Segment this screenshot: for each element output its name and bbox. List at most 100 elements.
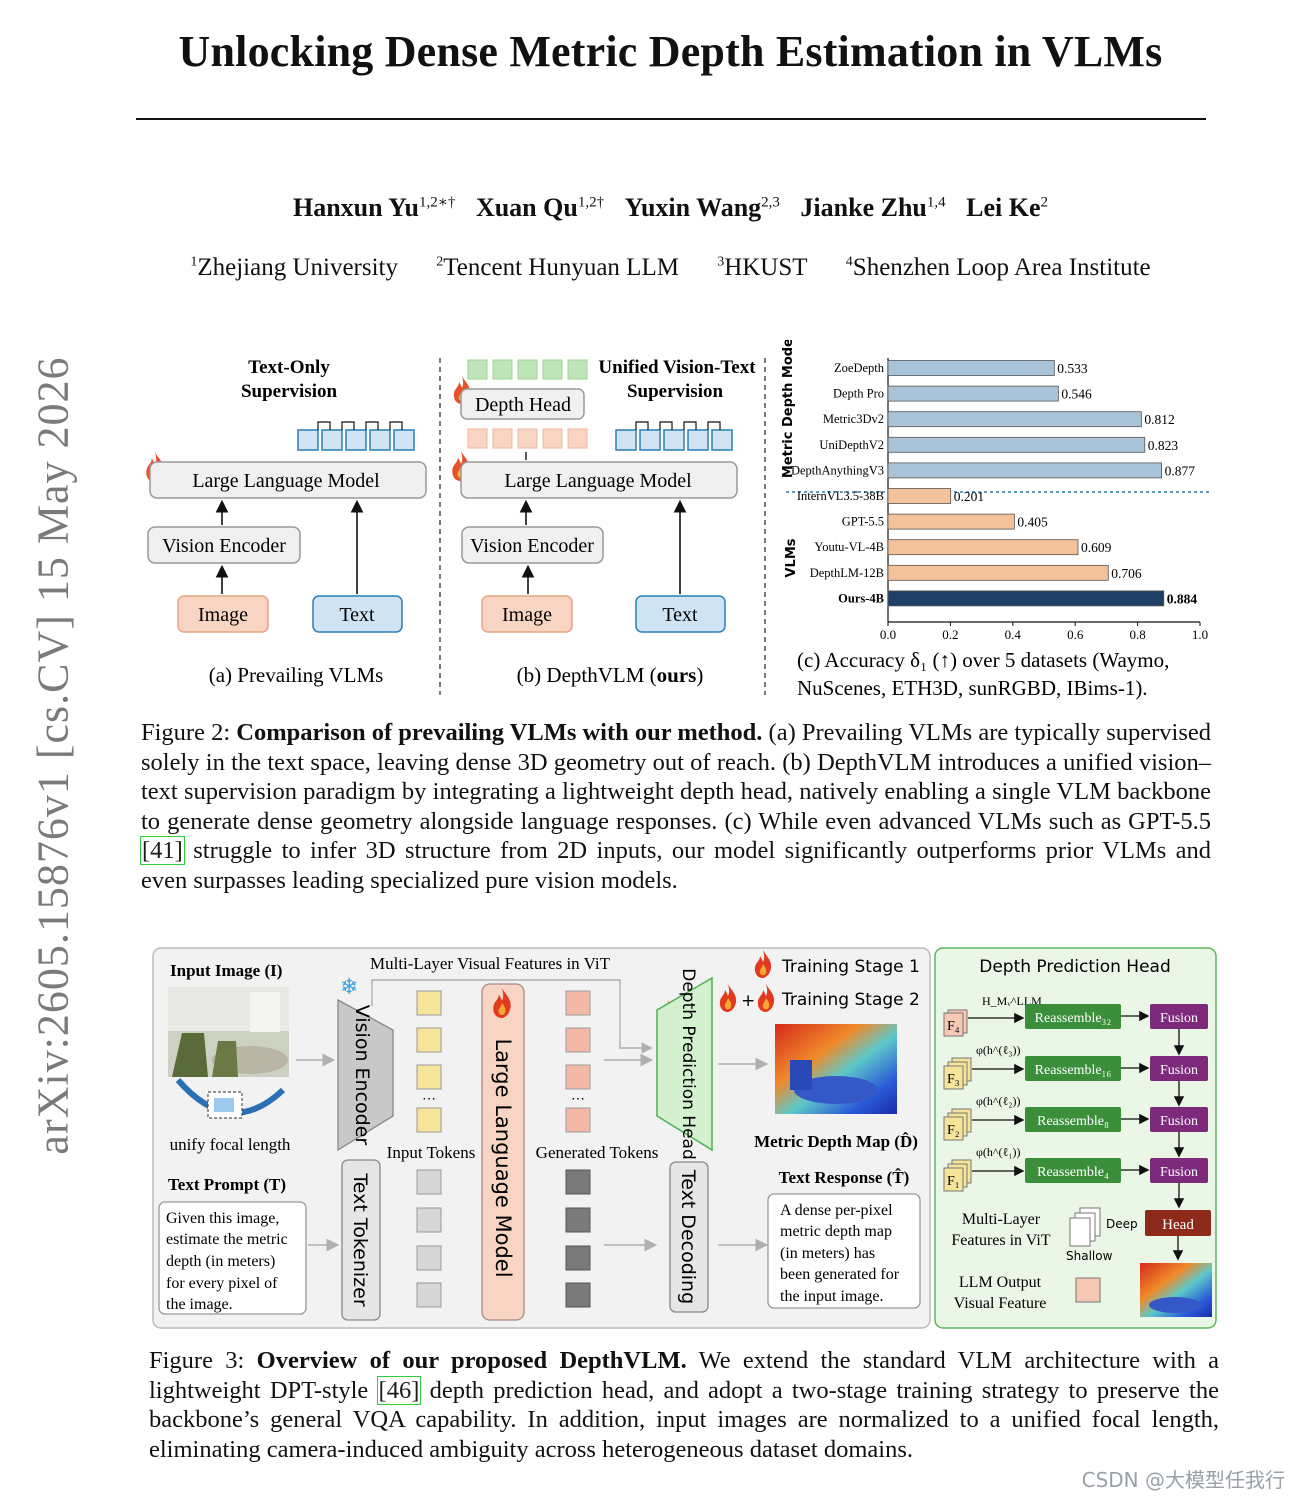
head-block [1145, 1210, 1211, 1236]
affiliation: 4Shenzhen Loop Area Institute [845, 254, 1151, 281]
watermark: CSDN @大模型任我行 [1081, 1468, 1285, 1492]
text-tokenizer-block [341, 1159, 381, 1321]
value-label: 0.812 [1144, 412, 1174, 427]
panel-a-image-box [177, 595, 269, 633]
legend-deep: Deep [1106, 1217, 1138, 1231]
bar-metric3dv2 [887, 411, 1142, 428]
vision-encoder-block [337, 998, 394, 1152]
figure-3: Input Image (I) unify focal length Text … [152, 947, 1217, 1329]
depth-head-label: Depth Prediction Head [678, 968, 698, 1160]
panel-c-caption-line1: (c) Accuracy δ₁ (↑) over 5 datasets (Way… [797, 648, 1169, 672]
bar-gpt-5-5 [887, 513, 1015, 530]
fusion-label: Fusion [1160, 1063, 1198, 1078]
category-label: InternVL3.5-38B [797, 489, 884, 503]
figure-2: Text-Only Supervision Large Language Mod… [146, 340, 1212, 700]
affiliation: 3HKUST [717, 254, 808, 281]
group-label-vlms: VLMs [784, 538, 799, 577]
author: Jianke Zhu1,4 [800, 192, 946, 222]
panel-b-llm-box [460, 461, 738, 499]
prompt-line: estimate the metric [166, 1231, 288, 1248]
affiliation-list: 1Zhejiang University 2Tencent Hunyuan LL… [0, 254, 1291, 282]
author-list: Hanxun Yu1,2∗† Xuan Qu1,2† Yuxin Wang2,3… [0, 192, 1291, 223]
response-line: been generated for [780, 1266, 900, 1283]
x-tick-label: 0.6 [1067, 627, 1084, 642]
panel-b-llm-label: Large Language Model [504, 470, 692, 492]
token-row-a [297, 421, 415, 451]
feature-source-label: φ(h^(ℓ₃)) [976, 1043, 1020, 1057]
response-line: A dense per-pixel [780, 1202, 893, 1219]
panel-b-vision-encoder-label: Vision Encoder [470, 535, 594, 557]
fusion-label: Fusion [1160, 1114, 1198, 1129]
fusion-block [1150, 1107, 1208, 1132]
response-line: metric depth map [780, 1223, 892, 1240]
text-decoding-block [669, 1161, 709, 1313]
value-label: 0.609 [1081, 540, 1112, 555]
dph-row-2: F₃ φ(h^(ℓ₃)) Reassemble₁₆ Fusion [943, 1043, 1208, 1090]
affiliation: 1Zhejiang University [190, 254, 399, 281]
citation-link[interactable]: [41] [140, 836, 185, 865]
prompt-line: Given this image, [166, 1210, 279, 1227]
panel-b-depth-head-label: Depth Head [475, 394, 571, 416]
x-tick-label: 0.8 [1129, 627, 1145, 642]
fusion-label: Fusion [1160, 1011, 1198, 1026]
training-stage-2: Training Stage 2 [781, 990, 920, 1010]
svg-text:⋯: ⋯ [571, 1092, 585, 1107]
author: Hanxun Yu1,2∗† [292, 192, 456, 222]
llm-feature-swatch [1075, 1277, 1101, 1303]
feature-source-label: φ(h^(ℓ₁)) [976, 1145, 1020, 1159]
category-label: Ours-4B [838, 591, 884, 605]
fusion-block [1150, 1004, 1208, 1029]
panel-a-vision-encoder-box [147, 526, 301, 564]
panel-b-image-box [481, 595, 573, 633]
panel-a-supervision-line1: Text-Only [248, 357, 330, 378]
reassemble-block [1025, 1004, 1121, 1029]
category-label: Metric3Dv2 [823, 412, 884, 426]
response-line: the input image. [780, 1288, 884, 1305]
text-response-label: Text Response (T̂) [779, 1168, 910, 1187]
text-decoding-label: Text Decoding [677, 1169, 699, 1304]
text-prompt-label: Text Prompt (T) [168, 1175, 286, 1194]
bar-depthlm-12b [887, 564, 1109, 581]
value-label: 0.884 [1167, 591, 1198, 606]
vision-encoder-label: Vision Encoder [351, 1005, 373, 1146]
author: Lei Ke2 [966, 192, 1048, 222]
bar-depthanythingv3 [887, 462, 1163, 479]
figure-2-caption: Figure 2: Comparison of prevailing VLMs … [140, 719, 1212, 894]
head-label: Head [1162, 1217, 1194, 1233]
panel-a-llm-label: Large Language Model [192, 470, 380, 492]
feature-source-label: φ(h^(ℓ₂)) [976, 1094, 1020, 1108]
llm-block [481, 983, 525, 1321]
citation-link[interactable]: [46] [376, 1375, 422, 1405]
dph-row-4: F₁ φ(h^(ℓ₁)) Reassemble₄ Fusion [943, 1145, 1208, 1192]
panel-b-supervision-line1: Unified Vision-Text [598, 357, 756, 378]
bar-internvl3-5-38b [887, 488, 952, 504]
feature-label: F₃ [947, 1072, 960, 1087]
input-image-label: Input Image (I) [170, 961, 282, 980]
reassemble-block [1025, 1158, 1121, 1183]
reassemble-label: Reassemble₁₆ [1035, 1063, 1112, 1078]
panel-a-vision-encoder-label: Vision Encoder [162, 535, 286, 557]
panel-a-image-label: Image [198, 604, 248, 626]
legend-llm-line1: LLM Output [959, 1274, 1042, 1291]
value-label: 0.546 [1061, 387, 1092, 402]
legend-shallow: Shallow [1066, 1249, 1113, 1263]
x-tick-label: 0.0 [880, 627, 896, 642]
fusion-block [1150, 1056, 1208, 1081]
x-tick-label: 0.4 [1005, 627, 1022, 642]
panel-a-text-label: Text [339, 604, 375, 626]
bar-ours-4b [887, 590, 1165, 607]
panel-b-caption: (b) DepthVLM (ours) [517, 663, 704, 687]
x-tick-label: 0.2 [942, 627, 958, 642]
bar-youtu-vl-4b [887, 539, 1079, 556]
panel-b-depth-head-box [460, 388, 585, 420]
legend-vit-line2: Features in ViT [951, 1232, 1050, 1249]
panel-a-caption: (a) Prevailing VLMs [209, 663, 384, 687]
legend-vit-line1: Multi-Layer [962, 1211, 1041, 1228]
panel-c-caption-line2: NuScenes, ETH3D, sunRGBD, IBims-1). [797, 676, 1148, 700]
unify-focal-label: unify focal length [170, 1135, 291, 1154]
token-row-b [615, 421, 733, 451]
fusion-label: Fusion [1160, 1165, 1198, 1180]
reassemble-label: Reassemble₃₂ [1035, 1011, 1112, 1026]
x-tick-label: 1.0 [1192, 627, 1208, 642]
